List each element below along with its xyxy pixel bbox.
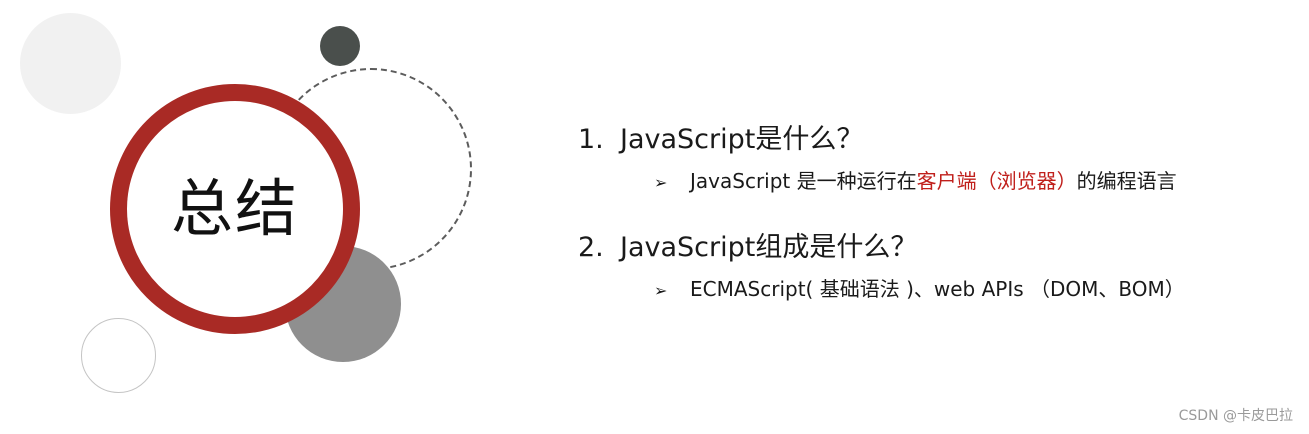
detail-text-after: 的编程语言 — [1076, 169, 1177, 193]
item-heading: JavaScript组成是什么？ — [620, 232, 918, 263]
decorative-outline-circle — [81, 318, 156, 393]
detail-text: ECMAScript( 基础语法 )、web APIs （DOM、BOM） — [690, 277, 1185, 301]
summary-item-2: 2. JavaScript组成是什么？ — [578, 234, 917, 261]
item-heading: JavaScript是什么？ — [620, 124, 864, 155]
detail-highlight: 客户端（浏览器） — [916, 169, 1077, 193]
watermark: CSDN @卡皮巴拉 — [1178, 408, 1293, 424]
arrow-bullet-icon: ➢ — [654, 173, 668, 192]
decorative-dark-circle — [320, 26, 360, 66]
summary-item-2-detail: ➢ ECMAScript( 基础语法 )、web APIs （DOM、BOM） — [654, 279, 1185, 299]
item-number: 1. — [578, 124, 604, 155]
page-title: 总结 — [170, 172, 299, 245]
item-number: 2. — [578, 232, 604, 263]
decorative-light-circle — [20, 13, 121, 114]
arrow-bullet-icon: ➢ — [654, 281, 668, 300]
summary-item-1: 1. JavaScript是什么？ — [578, 126, 863, 153]
title-ring: 总结 — [110, 84, 360, 334]
detail-text-before: JavaScript 是一种运行在 — [690, 169, 917, 193]
summary-item-1-detail: ➢ JavaScript 是一种运行在客户端（浏览器）的编程语言 — [654, 171, 1177, 191]
